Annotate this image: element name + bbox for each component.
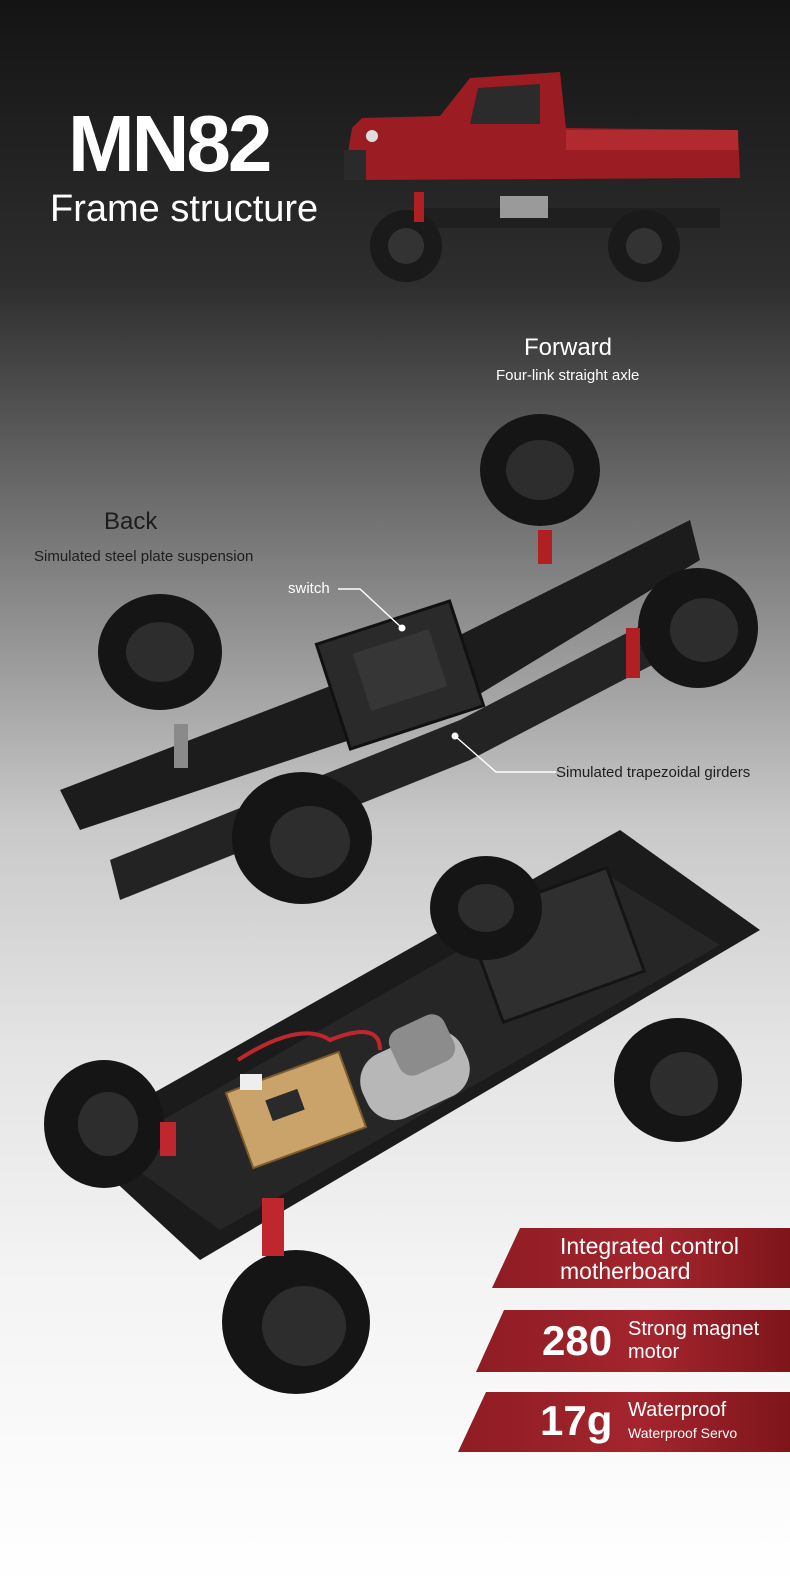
leader-lines [338, 588, 556, 773]
motherboard-banner: Integrated control motherboard [492, 1228, 790, 1288]
girder-marker [451, 732, 459, 740]
wheel [222, 1250, 370, 1394]
wheel [614, 1018, 742, 1142]
model-title: MN82 [68, 99, 272, 188]
girders-label: Simulated trapezoidal girders [556, 764, 751, 781]
motor-banner-text: Strong magnet motor [628, 1318, 759, 1364]
chassis-top-view [60, 414, 758, 904]
motherboard-line1: Integrated control [560, 1233, 740, 1259]
forward-description: Four-link straight axle [496, 367, 640, 384]
wheel [430, 856, 542, 960]
shock-absorber [262, 1198, 284, 1256]
chassis-underside-view [44, 830, 760, 1394]
pickup-truck-body [344, 72, 740, 180]
wheel [232, 772, 372, 904]
forward-label: Forward [524, 334, 613, 361]
servo-line1: Waterproof [628, 1399, 727, 1421]
wheel [98, 594, 222, 710]
motor-line2: motor [628, 1341, 680, 1363]
wheel [480, 414, 600, 526]
motor-line1: Strong magnet [628, 1318, 760, 1340]
servo-line2: Waterproof Servo [628, 1425, 738, 1441]
back-description: Simulated steel plate suspension [34, 548, 254, 565]
motor-number: 280 [542, 1317, 613, 1364]
wheel [44, 1060, 164, 1188]
motherboard-banner-text: Integrated control motherboard [560, 1234, 739, 1284]
truck-chassis-small [370, 192, 720, 282]
switch-marker [398, 624, 406, 632]
motor-banner: 280 Strong magnet motor [476, 1310, 790, 1372]
wheel [638, 568, 758, 688]
servo-banner: 17g Waterproof Waterproof Servo [458, 1392, 790, 1452]
control-board [224, 1050, 368, 1170]
back-label: Back [104, 508, 158, 535]
motor [360, 1014, 470, 1121]
frame-structure-subtitle: Frame structure [50, 188, 319, 230]
servo-number: 17g [540, 1397, 613, 1444]
switch-label: switch [288, 580, 330, 597]
motherboard-line2: motherboard [560, 1258, 691, 1284]
